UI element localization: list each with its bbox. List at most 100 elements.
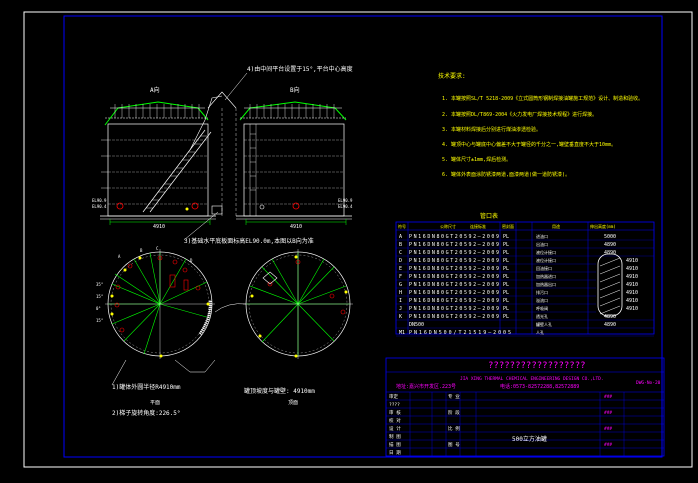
- tech-note-6: 6. 罐体外表面涂防锈漆两道,面漆两道(做一道防锈漆)。: [442, 171, 570, 178]
- nozzle-symbol: A: [399, 234, 402, 240]
- elevation-left-label: A向: [150, 86, 160, 94]
- table-row: A PN16DN80GT20592—2009 PL 进油口 5000: [396, 233, 654, 241]
- table-row: C PN16DN80GT20592—2009 PL 液位计接口 4890: [396, 249, 654, 257]
- technical-notes: 技术要求: 1. 本罐按照SL/T 5218-2009《立式圆筒形钢制焊接油罐施…: [438, 72, 643, 178]
- nozzle-standard: PN16DN80GT20592—2009: [409, 234, 499, 240]
- nozzle-standard: DN500: [409, 322, 424, 328]
- title-block-label: 描 图: [389, 441, 401, 448]
- nozzle-symbol: E: [399, 266, 402, 272]
- nozzle-height: 4890: [604, 322, 616, 328]
- svg-text:D: D: [190, 258, 193, 263]
- nozzle-symbol: H: [399, 290, 402, 296]
- nozzle-standard: PN16DN80GT20592—2009: [409, 274, 499, 280]
- nozzle-face: PL: [503, 266, 509, 272]
- plan-right-label: 顶面: [288, 400, 298, 406]
- nozzle-standard: PN16DN80GT20592—2009: [409, 258, 499, 264]
- nozzle-height: 5000: [604, 234, 616, 240]
- table-row: B PN16DN80GT20592—2009 PL 出油口 4890: [396, 241, 654, 249]
- elevation-right-label: B向: [290, 86, 300, 94]
- title-block-label: ????: [389, 402, 400, 408]
- tech-note-4: 4. 罐顶中心与罐底中心偏差不大于罐径的千分之一,罐壁垂直度不大于10mm。: [442, 141, 616, 148]
- title-block-field: 专 业: [448, 393, 460, 400]
- company-name-cn: ??????????????????: [488, 361, 586, 371]
- nozzle-symbol: F: [399, 274, 402, 280]
- nozzle-symbol: K: [399, 314, 402, 320]
- nozzle-standard: PN16DN80GT20592—2009: [409, 306, 499, 312]
- nozzle-use: 加热器进口: [536, 273, 556, 279]
- nozzle-use: 排污口: [536, 289, 548, 295]
- svg-text:###: ###: [604, 410, 612, 416]
- nozzle-use: 进油口: [536, 233, 548, 239]
- title-block-label: 审 核: [389, 409, 401, 416]
- nozzle-use: 透光孔: [536, 313, 548, 319]
- nozzle-header-sym: 符号: [398, 223, 406, 229]
- nozzle-symbol: B: [399, 242, 402, 248]
- heater-coil-symbol: [597, 253, 623, 317]
- svg-text:15°: 15°: [96, 318, 103, 323]
- nozzle-use: 回油接口: [536, 265, 552, 271]
- elevation-top-note: 4)由中间平台设置于15°,平台中心高度: [247, 65, 353, 73]
- title-block-field: 比 例: [448, 425, 460, 432]
- nozzle-standard: PN16DN80GT20592—2009: [409, 314, 499, 320]
- elevation-dim-left: 4910: [153, 224, 165, 230]
- right-plan-view: [214, 249, 353, 359]
- nozzle-symbol: C: [399, 250, 402, 256]
- nozzle-header-height: 伸出高度(mm): [590, 223, 616, 229]
- nozzle-use: 溢流口: [536, 297, 548, 303]
- elevation-mid-note: 3)基础水平底板面标高EL90.0m,本图以B向为准: [184, 237, 314, 245]
- nozzle-face: PL: [503, 234, 509, 240]
- tech-note-5: 5. 罐体尺寸±1mm,焊后检测。: [442, 156, 511, 163]
- nozzle-use: 人孔: [536, 329, 544, 335]
- nozzle-face: PL: [503, 242, 509, 248]
- left-plan-view: 35°15° 0°15° AB CD: [96, 246, 216, 373]
- nozzle-standard: PN16DN80GT20592—2009: [409, 298, 499, 304]
- nozzle-use: 液位计接口: [536, 249, 556, 255]
- table-row: DN500 罐壁人孔 4890: [396, 321, 654, 329]
- title-block-field: 阶 段: [448, 409, 460, 416]
- nozzle-use: 出油口: [536, 241, 548, 247]
- nozzle-face: PL: [503, 314, 509, 320]
- nozzle-header-face: 密封面: [502, 223, 514, 229]
- nozzle-face: PL: [503, 250, 509, 256]
- title-block-label: 设 计: [389, 425, 401, 432]
- plan-views: 35°15° 0°15° AB CD: [96, 246, 353, 417]
- nozzle-height: 4910: [626, 282, 638, 288]
- nozzle-symbol: M1: [399, 330, 405, 336]
- tech-note-1: 1. 本罐按照SL/T 5218-2009《立式圆筒形钢制焊接油罐施工规范》设计…: [442, 95, 643, 102]
- title-block-label: 制 图: [389, 433, 401, 440]
- nozzle-symbol: G: [399, 282, 402, 288]
- nozzle-standard: PN16DN80GT20592—2009: [409, 290, 499, 296]
- nozzle-height: 4890: [604, 242, 616, 248]
- svg-text:EL90.9: EL90.9: [92, 198, 107, 203]
- svg-text:EL90.4: EL90.4: [92, 204, 107, 209]
- nozzle-table-title: 管口表: [480, 212, 498, 220]
- company-address: 地址:嘉兴市开发区.223号: [396, 383, 456, 390]
- nozzle-height: 4910: [626, 290, 638, 296]
- nozzle-use: 罐壁人孔: [536, 321, 552, 327]
- left-tank-elevation: EL90.9 EL90.4 4910: [92, 95, 223, 230]
- nozzle-face: PL: [503, 282, 509, 288]
- tech-note-2: 2. 本罐按照DL/T869-2004《火力发电厂焊接技术规程》进行焊接。: [442, 111, 597, 118]
- nozzle-height: 4910: [626, 266, 638, 272]
- plan-left-label: 平面: [150, 400, 160, 406]
- title-block-field: 图 号: [448, 442, 460, 448]
- title-block-label: 校 对: [389, 417, 401, 424]
- plan-note-1: 1)罐体外圆半径R4910mm: [112, 383, 181, 391]
- elevation-dim-right: 4910: [290, 224, 302, 230]
- nozzle-height: 4910: [626, 258, 638, 264]
- svg-text:15°: 15°: [96, 294, 103, 299]
- nozzle-symbol: I: [399, 298, 402, 304]
- nozzle-standard: PN16DN80GT20592—2009: [409, 250, 499, 256]
- inner-frame: [63, 15, 663, 458]
- svg-text:###: ###: [604, 442, 612, 448]
- nozzle-face: PL: [503, 290, 509, 296]
- nozzle-height: 4890: [604, 250, 616, 256]
- svg-text:C: C: [156, 246, 159, 251]
- nozzle-standard: PN16DN80GT20592—2009: [409, 242, 499, 248]
